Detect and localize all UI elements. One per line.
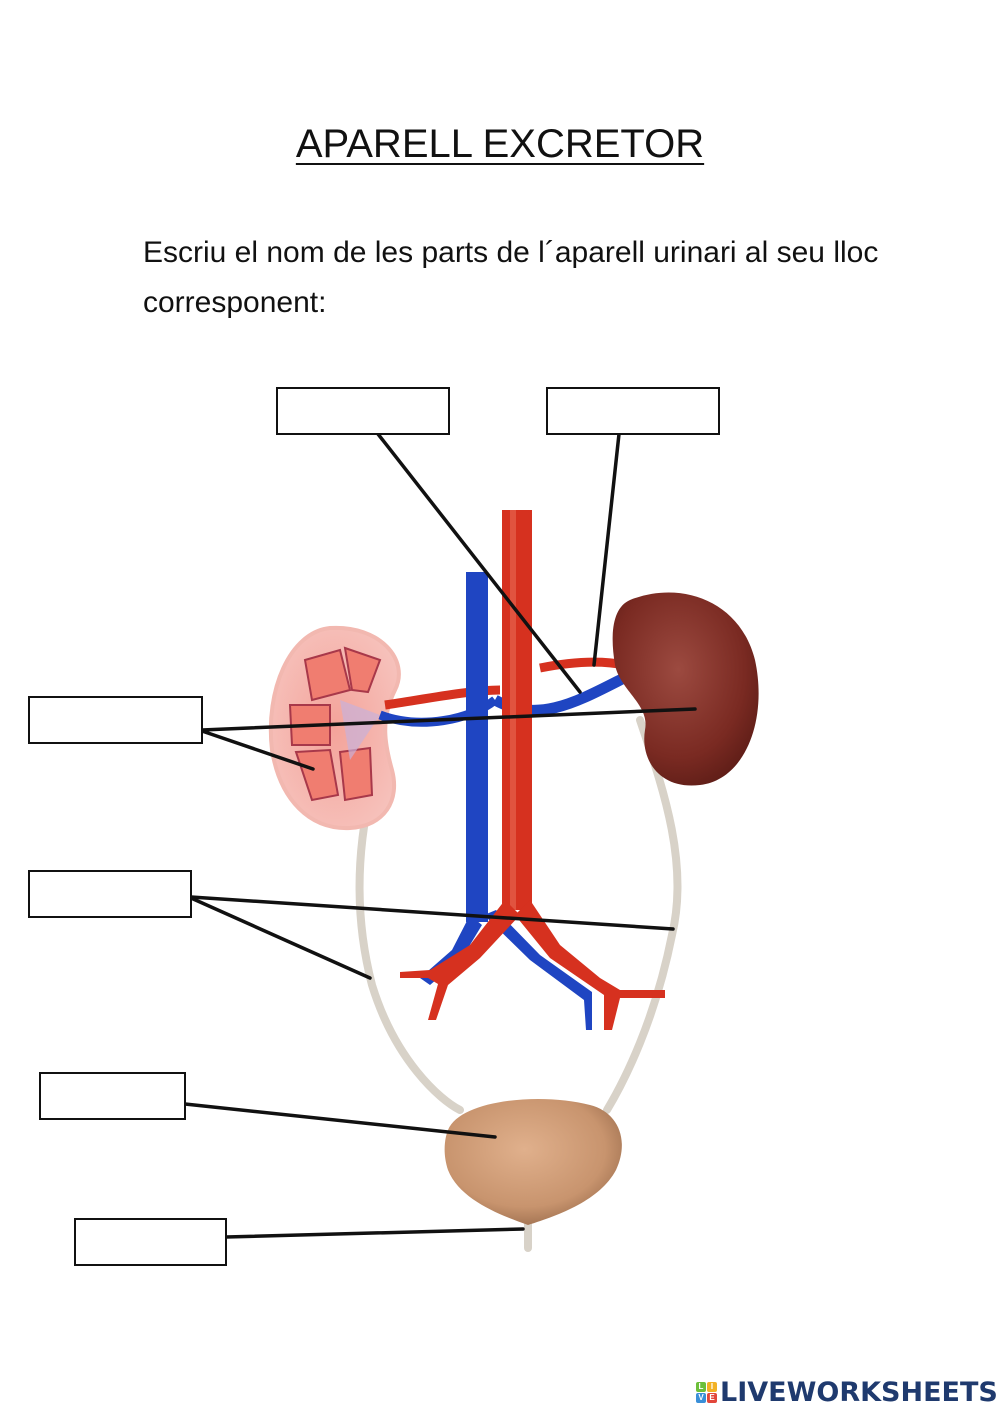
- aorta: [400, 510, 665, 1030]
- answer-box-top-left[interactable]: [276, 387, 450, 435]
- right-kidney: [612, 592, 759, 786]
- logo-mark-icon: L I V E: [696, 1382, 717, 1403]
- answer-box-top-right[interactable]: [546, 387, 720, 435]
- answer-input-bladder[interactable]: [41, 1074, 184, 1118]
- liveworksheets-logo: L I V E LIVEWORKSHEETS: [696, 1377, 998, 1408]
- answer-input-kidney[interactable]: [30, 698, 201, 742]
- answer-input-urethra[interactable]: [76, 1220, 225, 1264]
- answer-box-ureter[interactable]: [28, 870, 192, 918]
- leader-lines: [183, 432, 697, 1239]
- answer-input-top-left[interactable]: [278, 389, 448, 433]
- logo-text: LIVEWORKSHEETS: [720, 1377, 998, 1408]
- answer-box-urethra[interactable]: [74, 1218, 227, 1266]
- left-kidney-section: [268, 625, 401, 831]
- bladder: [444, 1098, 622, 1225]
- answer-box-bladder[interactable]: [39, 1072, 186, 1120]
- title-text: APARELL EXCRETOR: [295, 122, 705, 166]
- answer-input-ureter[interactable]: [30, 872, 190, 916]
- answer-input-top-right[interactable]: [548, 389, 718, 433]
- page-title: APARELL EXCRETOR: [0, 122, 1000, 167]
- answer-box-kidney[interactable]: [28, 696, 203, 744]
- instruction-text: Escriu el nom de les parts de l´aparell …: [143, 236, 879, 319]
